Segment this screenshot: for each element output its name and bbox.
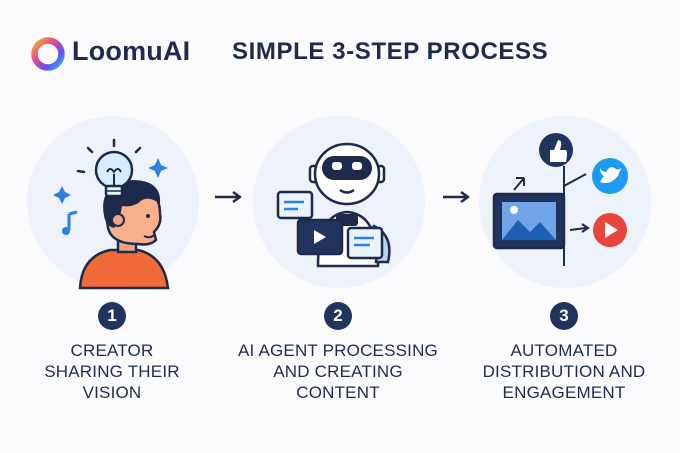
- step-label-line: AI AGENT PROCESSING: [238, 341, 438, 360]
- step-label-line: AND CREATING: [273, 362, 403, 381]
- step-label-line: VISION: [82, 383, 142, 402]
- arrow-right-icon: [443, 190, 470, 204]
- brand-name: LoomuAI: [72, 36, 191, 66]
- step-label-line: ENGAGEMENT: [502, 383, 626, 402]
- step-label-line: CONTENT: [296, 383, 380, 402]
- page-title: SIMPLE 3-STEP PROCESS: [232, 38, 549, 65]
- step-label: AUTOMATED DISTRIBUTION AND ENGAGEMENT: [454, 340, 674, 403]
- step-1: 1 CREATOR SHARING THEIR VISION: [22, 116, 202, 446]
- step-number-badge: 3: [550, 302, 578, 330]
- step-number-badge: 2: [324, 302, 352, 330]
- arrow-right-icon: [215, 190, 242, 204]
- step-3: 3 AUTOMATED DISTRIBUTION AND ENGAGEMENT: [474, 116, 654, 446]
- step-label-line: SHARING THEIR: [44, 362, 180, 381]
- step-label: CREATOR SHARING THEIR VISION: [2, 340, 222, 403]
- step-label-line: CREATOR: [70, 341, 154, 360]
- header: LoomuAI SIMPLE 3-STEP PROCESS: [30, 34, 650, 74]
- step-label-line: DISTRIBUTION AND: [482, 362, 646, 381]
- loomuai-logo-icon: [31, 37, 65, 71]
- step-2: 2 AI AGENT PROCESSING AND CREATING CONTE…: [238, 116, 438, 446]
- step-number-badge: 1: [98, 302, 126, 330]
- creator-lightbulb-icon: [53, 138, 170, 290]
- robot-agent-icon: [276, 142, 391, 268]
- step-label: AI AGENT PROCESSING AND CREATING CONTENT: [228, 340, 448, 403]
- step-label-line: AUTOMATED: [510, 341, 618, 360]
- distribution-icon: [492, 133, 628, 266]
